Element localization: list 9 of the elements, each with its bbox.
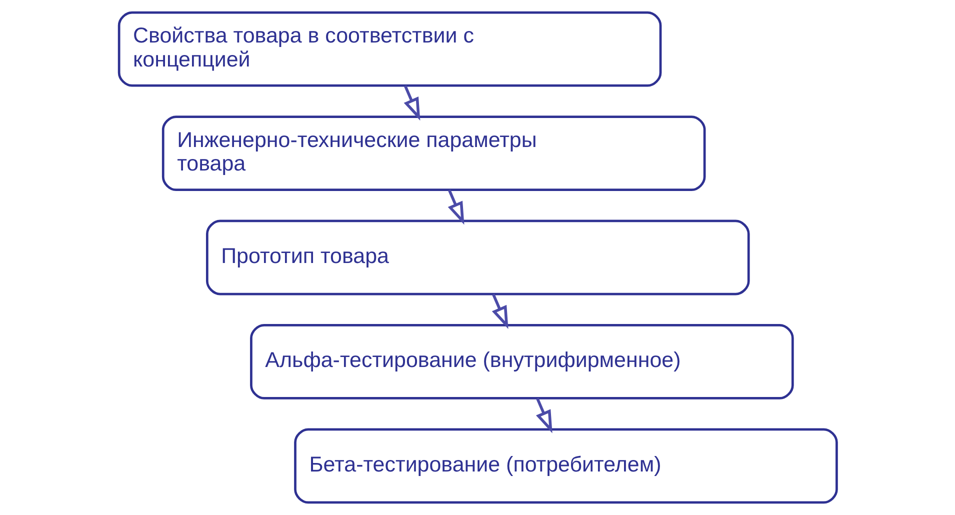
node-box: Альфа-тестирование (внутрифирменное) bbox=[250, 324, 794, 400]
node-box: Прототип товара bbox=[206, 220, 750, 296]
node-box: Инженерно-технические параметры товара bbox=[162, 116, 706, 191]
arrow bbox=[448, 190, 464, 225]
arrow bbox=[404, 85, 420, 121]
arrow bbox=[536, 398, 552, 434]
node-box: Свойства товара в соответствии с концепцией bbox=[118, 11, 662, 87]
arrow bbox=[492, 294, 508, 329]
node-box: Бета-тестирование (потребителем) bbox=[294, 428, 838, 504]
